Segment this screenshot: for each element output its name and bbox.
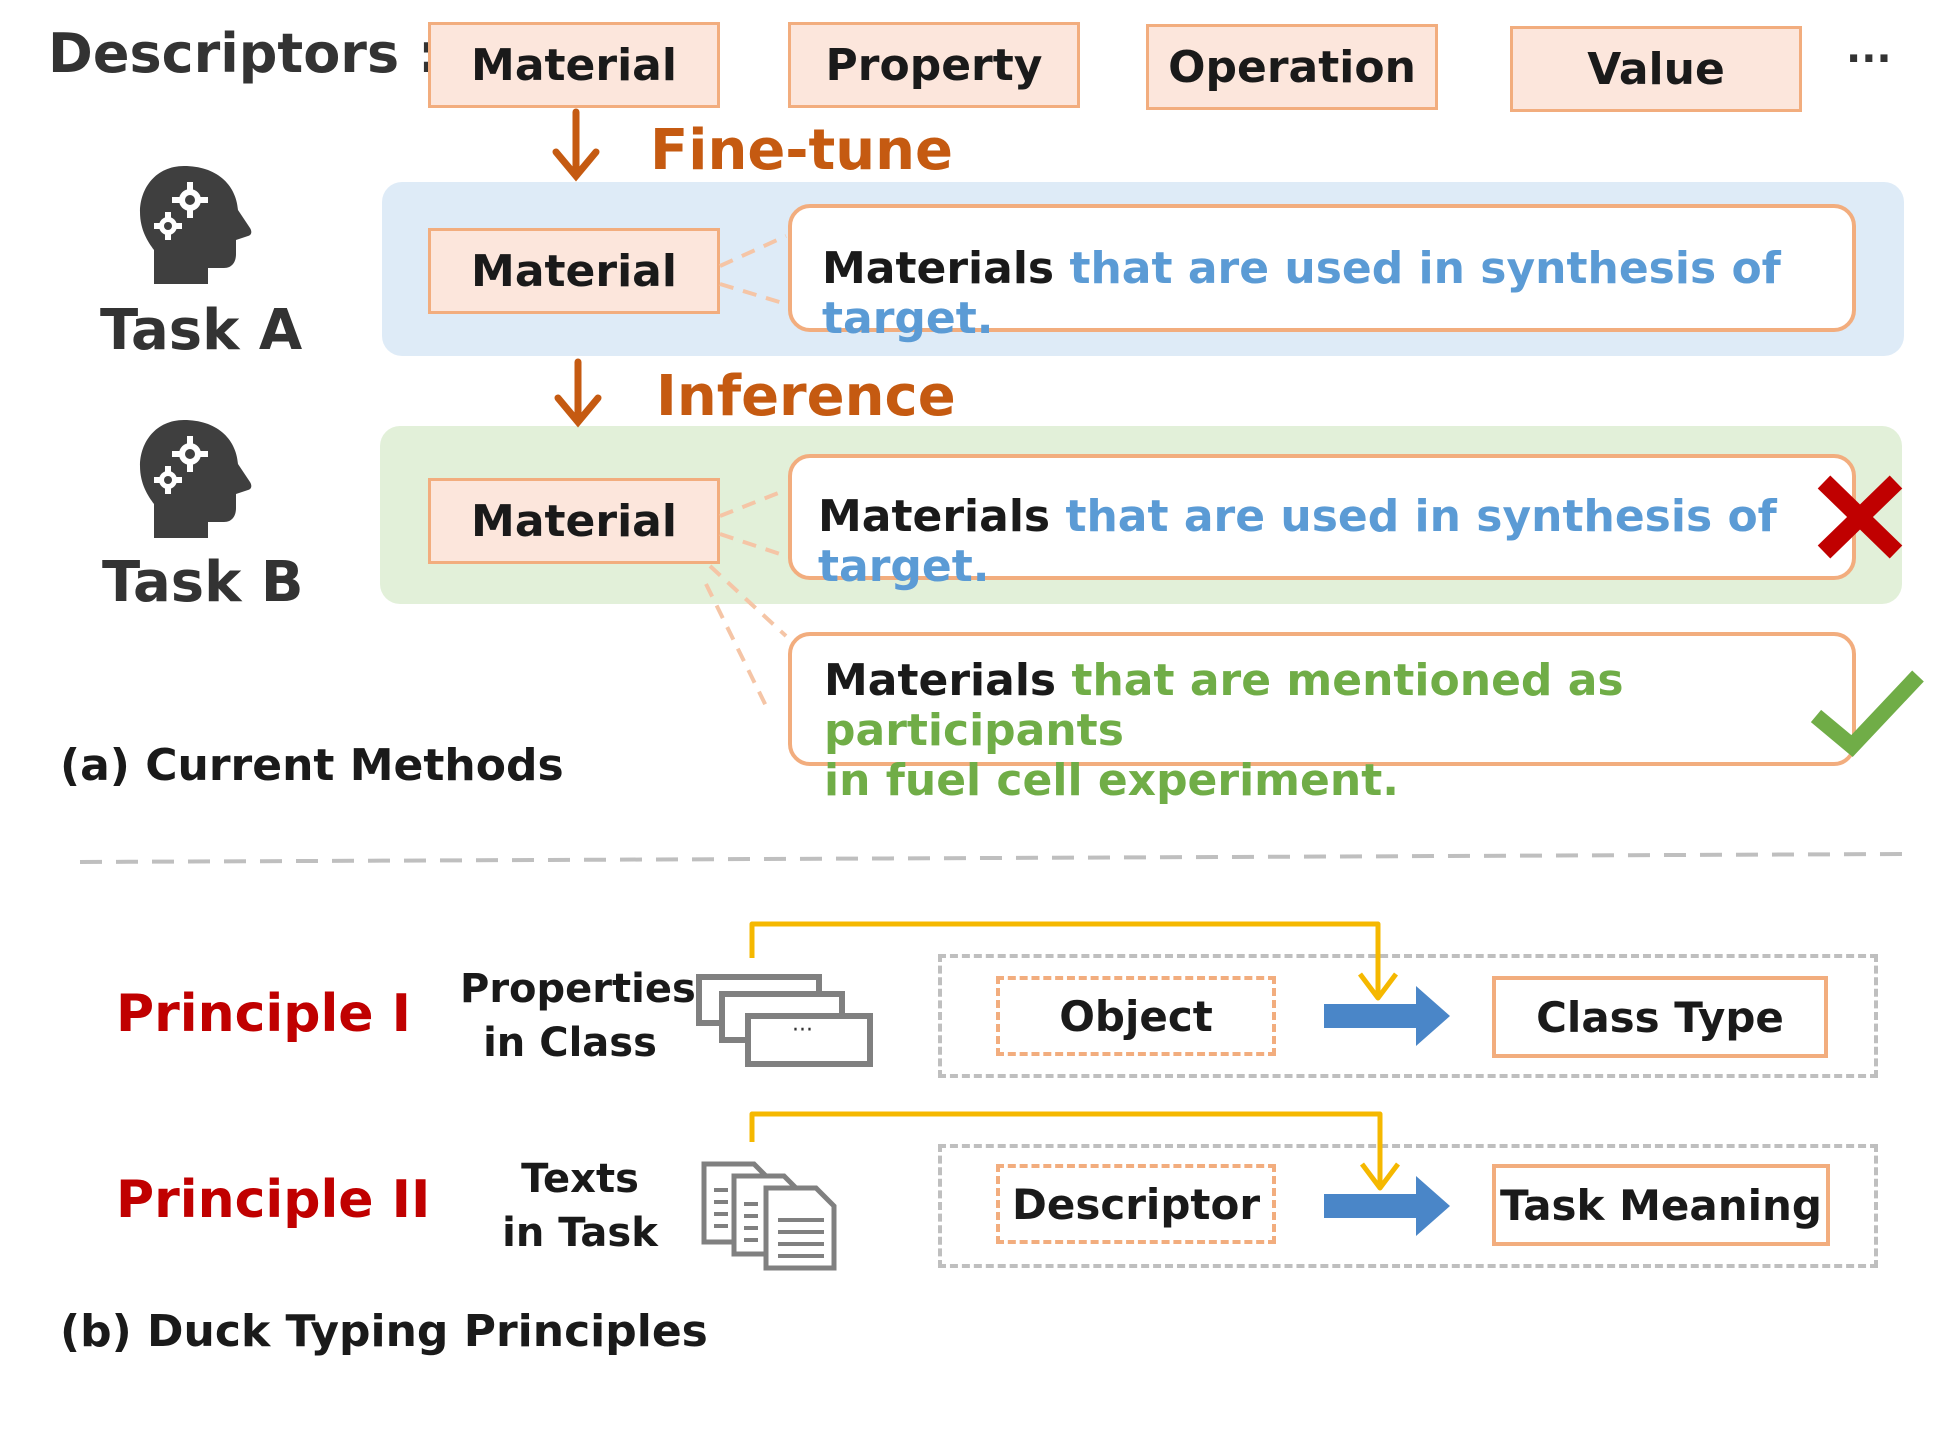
principle-2-source-line1: Texts: [521, 1156, 639, 1202]
principle-2-label: Principle II: [116, 1170, 431, 1230]
task-b-descriptor: Material: [428, 478, 720, 564]
task-b-right-rest-line2: in fuel cell experiment.: [824, 755, 1399, 806]
task-b-right-definition: Materials that are mentioned as particip…: [788, 632, 1856, 806]
task-b-right-rest-line1: that are mentioned as participants: [824, 655, 1624, 756]
principle-1-source: Properties in Class: [460, 962, 696, 1070]
principle-2-input: Descriptor: [996, 1164, 1276, 1244]
principle-2-group: [938, 1144, 1878, 1268]
principle-1-output: Class Type: [1492, 976, 1828, 1058]
task-b-wrong-definition: Materials that are used in synthesis of …: [788, 454, 1856, 592]
principle-2-source-line2: in Task: [502, 1210, 658, 1256]
documents-icon: [700, 1158, 860, 1274]
principle-1-label: Principle I: [116, 984, 412, 1044]
task-b-right-lead: Materials: [824, 655, 1057, 706]
principle-1-input: Object: [996, 976, 1276, 1056]
task-b-head-icon: [136, 414, 256, 544]
section-divider: [79, 852, 1905, 864]
task-b-label: Task B: [102, 550, 304, 615]
descriptor-value: Value: [1510, 26, 1802, 112]
task-a-descriptor: Material: [428, 228, 720, 314]
descriptor-material: Material: [428, 22, 720, 108]
principle-2-output: Task Meaning: [1492, 1164, 1830, 1246]
descriptor-property: Property: [788, 22, 1080, 108]
principle-1-group: [938, 954, 1878, 1078]
task-a-definition-lead: Materials: [822, 243, 1055, 294]
task-a-head-icon: [136, 160, 256, 290]
descriptors-label: Descriptors :: [48, 22, 440, 85]
property-cards-ellipsis: ···: [792, 1018, 813, 1043]
task-a-definition: Materials that are used in synthesis of …: [788, 204, 1856, 344]
task-b-wrong-rest: that are used in synthesis of target.: [818, 491, 1777, 592]
inference-label: Inference: [656, 364, 956, 429]
current-methods-caption: (a) Current Methods: [60, 740, 564, 791]
descriptor-operation: Operation: [1146, 24, 1438, 110]
finetune-label: Fine-tune: [650, 118, 954, 183]
descriptors-ellipsis: ···: [1846, 36, 1892, 82]
principle-2-source: Texts in Task: [470, 1152, 690, 1260]
finetune-arrow: [552, 108, 600, 182]
inference-arrow: [554, 358, 602, 428]
principle-1-source-line2: in Class: [483, 1020, 657, 1066]
property-cards-icon: ···: [696, 974, 876, 1070]
principle-1-source-line1: Properties: [460, 966, 696, 1012]
task-a-label: Task A: [100, 298, 303, 363]
task-a-definition-rest: that are used in synthesis of target.: [822, 243, 1781, 344]
task-b-wrong-lead: Materials: [818, 491, 1051, 542]
principles-caption: (b) Duck Typing Principles: [60, 1306, 708, 1357]
